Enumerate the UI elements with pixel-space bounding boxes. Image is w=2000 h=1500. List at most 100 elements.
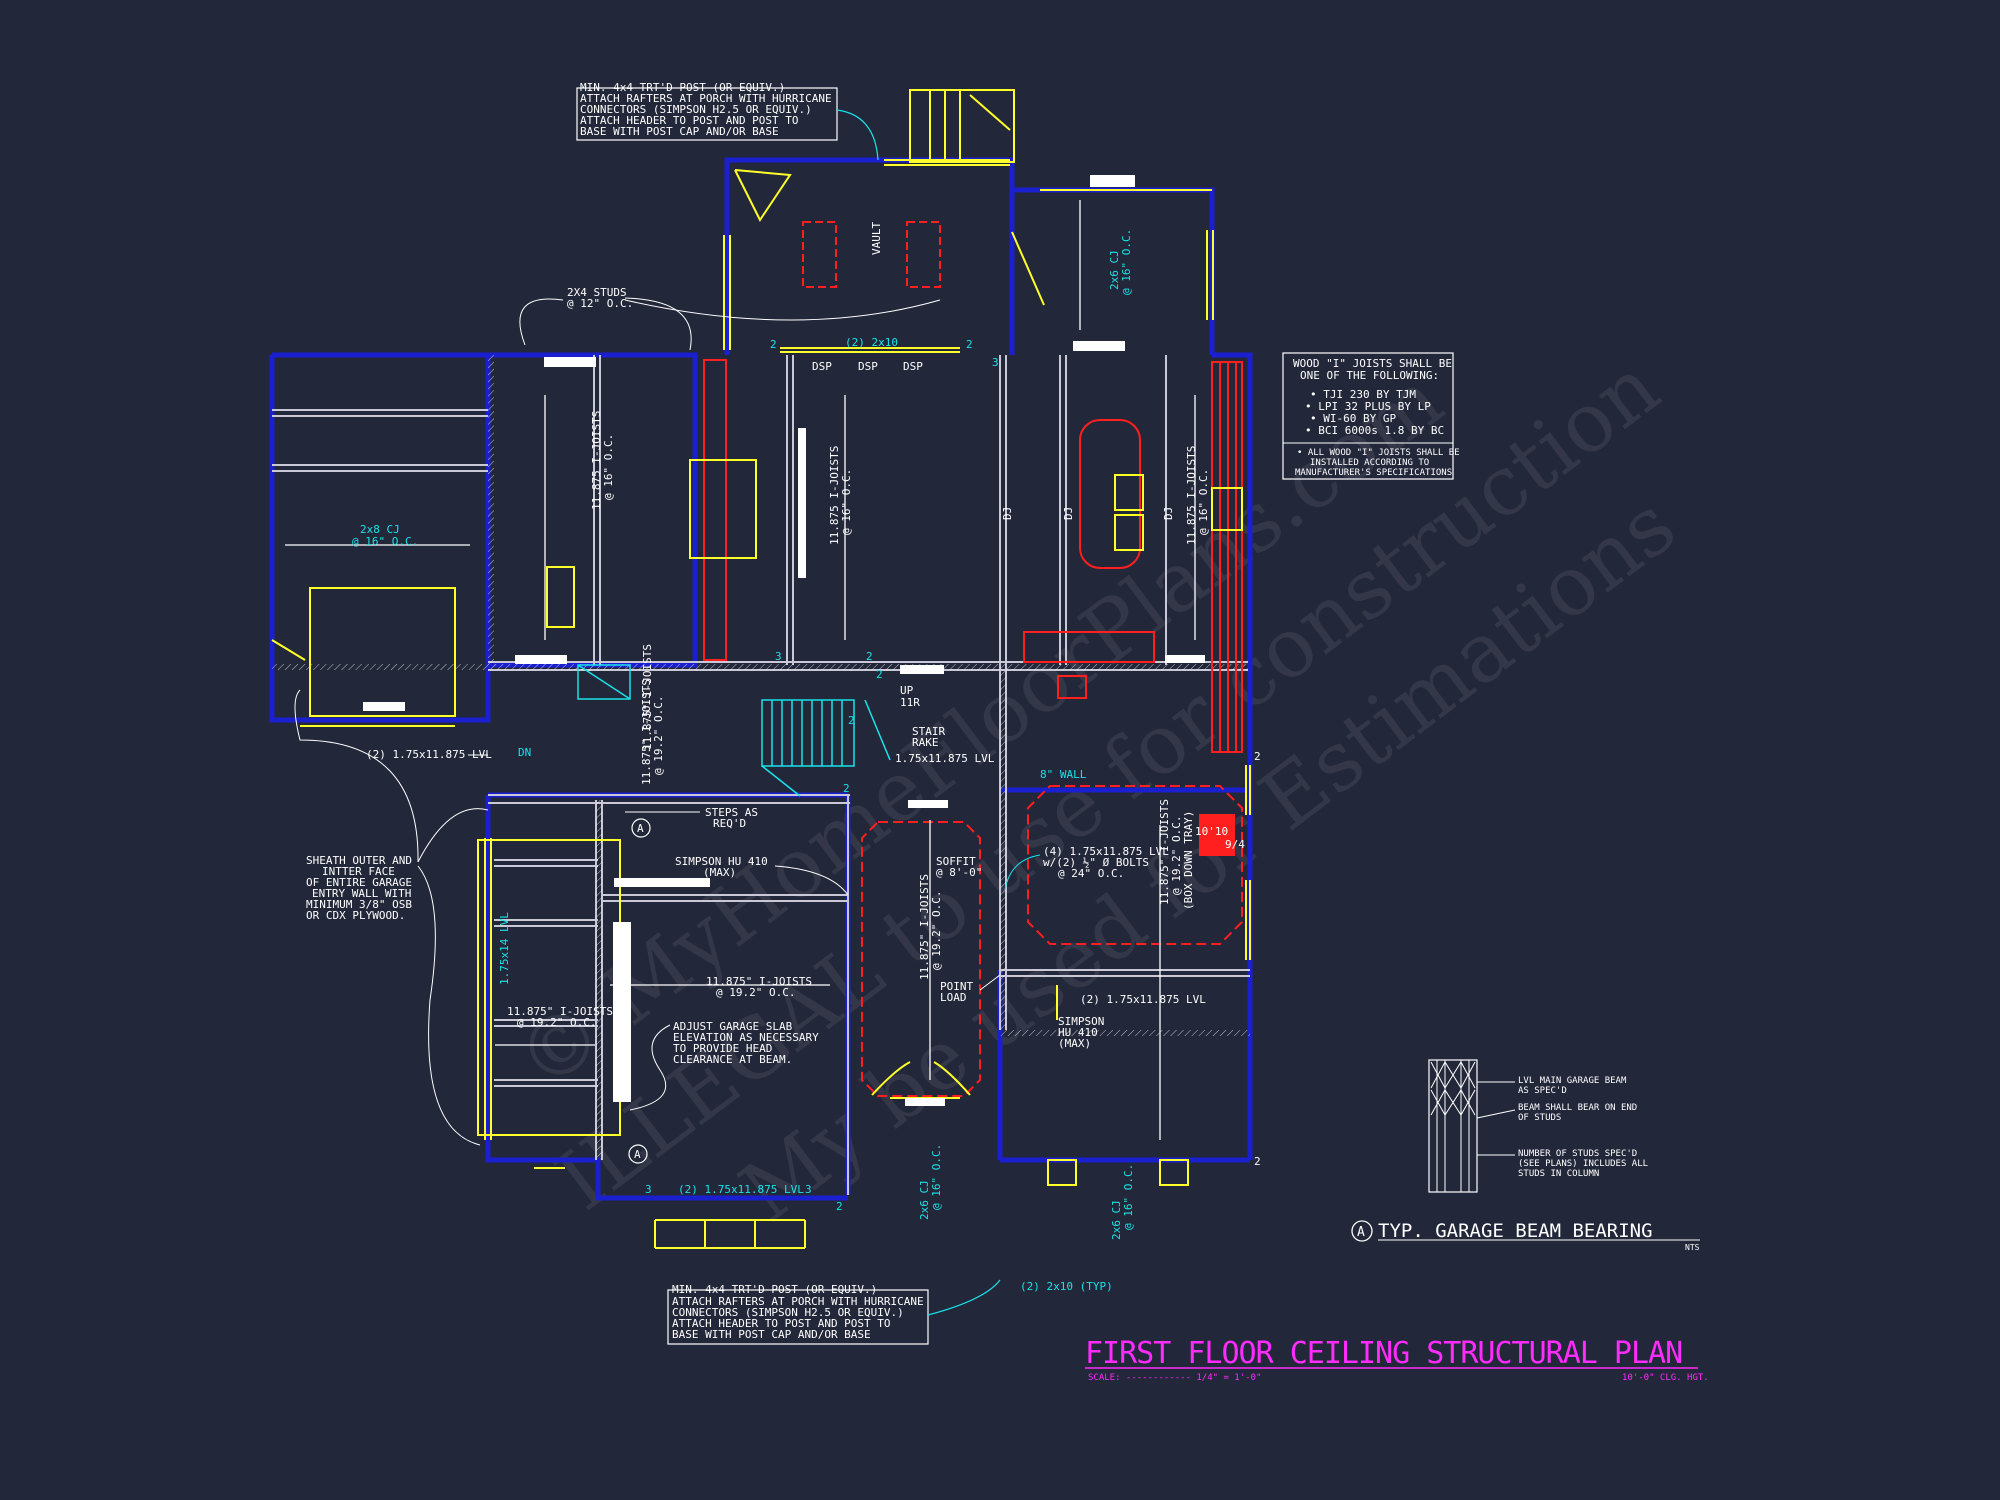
- svg-text:3: 3: [992, 356, 999, 369]
- detail-callout-2-line-1: BEAM SHALL BEAR ON END: [1518, 1103, 1637, 1113]
- note-steps-line-1: STEPS AS: [705, 806, 758, 819]
- label-lvl-2c: (2) 1.75x11.875 LVL: [1080, 993, 1206, 1006]
- label-cj-garage-1: 2x8 CJ: [360, 523, 400, 536]
- label-nine-four: 9/4: [1225, 838, 1245, 851]
- detail-callout-1-line-2: AS SPEC'D: [1518, 1086, 1567, 1096]
- svg-text:2: 2: [966, 338, 973, 351]
- note-simpson-top-line-2: (MAX): [703, 866, 736, 879]
- red-hatch-elements: [703, 221, 1243, 1097]
- detail-callout-2-line-2: OF STUDS: [1518, 1113, 1561, 1123]
- detail-nts: NTS: [1685, 1243, 1700, 1252]
- label-stair-rake-2: RAKE: [912, 736, 939, 749]
- note-studs-line-2: @ 12" O.C.: [567, 297, 633, 310]
- svg-text:2: 2: [1254, 1155, 1261, 1168]
- label-dsp-1: DSP: [812, 360, 832, 373]
- note-joists: WOOD "I" JOISTS SHALL BE ONE OF THE FOLL…: [1282, 352, 1460, 480]
- note-joists-line-7: • ALL WOOD "I" JOISTS SHALL BE: [1297, 448, 1460, 458]
- note-soffit-line-2: @ 8'-0": [936, 866, 982, 879]
- label-dj-3: DJ: [1162, 507, 1175, 520]
- note-sheath-line-1: SHEATH OUTER AND: [306, 854, 412, 867]
- note-adjust-line-2: ELEVATION AS NECESSARY: [673, 1031, 819, 1044]
- label-ij-mid-2: @ 16" O.C.: [840, 469, 853, 535]
- note-sheath: SHEATH OUTER AND INTTER FACE OF ENTIRE G…: [294, 689, 489, 1146]
- note-sheath-line-6: OR CDX PLYWOOD.: [306, 909, 405, 922]
- label-ij-garage-a-1: 11.875" I-JOISTS: [706, 975, 812, 988]
- note-joists-line-5: • WI-60 BY GP: [1310, 412, 1396, 425]
- note-soffit-line-1: SOFFIT: [936, 855, 976, 868]
- svg-text:A: A: [634, 1148, 641, 1161]
- note-lvl4: (4) 1.75x11.875 LVL w/(2) ½" Ø BOLTS @ 2…: [1004, 845, 1169, 891]
- note-soffit: SOFFIT @ 8'-0": [936, 855, 982, 879]
- note-joists-line-3: • TJI 230 BY TJM: [1310, 388, 1416, 401]
- section-marker-a-2: A: [628, 1144, 648, 1164]
- svg-text:2: 2: [836, 1200, 843, 1213]
- label-dn: DN: [518, 746, 531, 759]
- svg-text:2: 2: [843, 782, 850, 795]
- note-sheath-line-5: MINIMUM 3/8" OSB: [306, 898, 412, 911]
- label-cj-bottom-a-2: @ 16" O.C.: [930, 1144, 943, 1210]
- label-vault: VAULT: [870, 222, 883, 255]
- note-lvl4-line-3: @ 24" O.C.: [1058, 867, 1124, 880]
- note-simpson-right-line-2: HU 410: [1058, 1026, 1098, 1039]
- stud-counts: 2 2 3 2 3 2 2 2 3 3 2 2 2: [645, 338, 1261, 1213]
- label-cj-top-right-1: 2x6 CJ: [1108, 250, 1121, 290]
- note-sheath-line-3: OF ENTIRE GARAGE: [306, 876, 412, 889]
- plan-ceiling-height: 10'-0" CLG. HGT.: [1622, 1373, 1709, 1383]
- label-dsp-2: DSP: [858, 360, 878, 373]
- label-dsp-3: DSP: [903, 360, 923, 373]
- svg-text:3: 3: [805, 1183, 812, 1196]
- svg-text:3: 3: [775, 650, 782, 663]
- detail-callout-3-line-3: STUDS IN COLUMN: [1518, 1169, 1599, 1179]
- svg-text:2: 2: [866, 650, 873, 663]
- label-lvl-2a: (2) 1.75x11.875 LVL: [366, 748, 492, 761]
- note-studs-line-1: 2X4 STUDS: [567, 286, 627, 299]
- note-adjust-line-3: TO PROVIDE HEAD: [673, 1042, 772, 1055]
- note-joists-line-9: MANUFACTURER'S SPECIFICATIONS: [1295, 468, 1452, 478]
- note-steps-line-2: REQ'D: [713, 817, 746, 830]
- svg-text:2: 2: [876, 668, 883, 681]
- note-porch-top-line-3: CONNECTORS (SIMPSON H2.5 OR EQUIV.): [580, 103, 812, 116]
- note-simpson-top-line-1: SIMPSON HU 410: [675, 855, 768, 868]
- beam-bars: [363, 175, 1205, 1106]
- plan-scale: SCALE: ------------ 1/4" = 1'-0": [1088, 1373, 1261, 1383]
- svg-text:3: 3: [645, 1183, 652, 1196]
- note-steps: STEPS AS REQ'D: [625, 806, 758, 830]
- label-ij-dining-2: @ 19.2" O.C.: [930, 891, 943, 970]
- label-stair-rake-1: STAIR: [912, 725, 945, 738]
- note-porch-bottom: MIN. 4x4 TRT'D POST (OR EQUIV.) ATTACH R…: [667, 1279, 1001, 1345]
- label-ij-garage-b-2: @ 19.2" O.C.: [517, 1016, 596, 1029]
- label-dj-1: DJ: [1001, 507, 1014, 520]
- label-ij-right-2: @ 16" O.C.: [1197, 469, 1210, 535]
- note-porch-bottom-line-1: MIN. 4x4 TRT'D POST (OR EQUIV.): [672, 1283, 877, 1296]
- note-joists-line-8: INSTALLED ACCORDING TO: [1310, 458, 1429, 468]
- note-joists-line-2: ONE OF THE FOLLOWING:: [1300, 369, 1439, 382]
- label-ij-dining-1: 11.875" I-JOISTS: [918, 874, 931, 980]
- svg-text:2: 2: [848, 714, 855, 727]
- label-tray-1: 11.875" I-JOISTS: [1158, 799, 1171, 905]
- label-header-2x10: (2) 2x10: [845, 336, 898, 349]
- note-adjust-line-1: ADJUST GARAGE SLAB: [673, 1020, 793, 1033]
- label-header-2x10-typ: (2) 2x10 (TYP): [1020, 1280, 1113, 1293]
- note-lvl4-line-1: (4) 1.75x11.875 LVL: [1043, 845, 1169, 858]
- label-ij-hall-1: 11.875" I-JOISTS: [640, 679, 653, 785]
- plan-title: FIRST FLOOR CEILING STRUCTURAL PLAN: [1085, 1336, 1682, 1371]
- label-cj-bottom-b-1: 2x6 CJ: [1110, 1200, 1123, 1240]
- note-porch-bottom-line-5: BASE WITH POST CAP AND/OR BASE: [672, 1328, 871, 1341]
- stair: [577, 664, 891, 797]
- label-cj-top-right-2: @ 16" O.C.: [1120, 229, 1133, 295]
- svg-text:2: 2: [770, 338, 777, 351]
- note-simpson-right-line-3: (MAX): [1058, 1037, 1091, 1050]
- note-point-load-line-2: LOAD: [940, 991, 967, 1004]
- note-point-load: POINT LOAD: [940, 974, 1001, 1004]
- note-joists-line-4: • LPI 32 PLUS BY LP: [1305, 400, 1431, 413]
- note-porch-top-line-2: ATTACH RAFTERS AT PORCH WITH HURRICANE: [580, 92, 832, 105]
- joist-direction-lines: [285, 200, 1196, 1140]
- label-tray-height: 10'10: [1195, 825, 1228, 838]
- note-point-load-line-1: POINT: [940, 980, 973, 993]
- svg-text:A: A: [637, 822, 644, 835]
- note-simpson-top: SIMPSON HU 410 (MAX): [675, 855, 849, 896]
- label-wall-8: 8" WALL: [1040, 768, 1087, 781]
- note-adjust-line-4: CLEARANCE AT BEAM.: [673, 1053, 792, 1066]
- label-dj-2: DJ: [1062, 507, 1075, 520]
- note-joists-line-1: WOOD "I" JOISTS SHALL BE: [1293, 357, 1452, 370]
